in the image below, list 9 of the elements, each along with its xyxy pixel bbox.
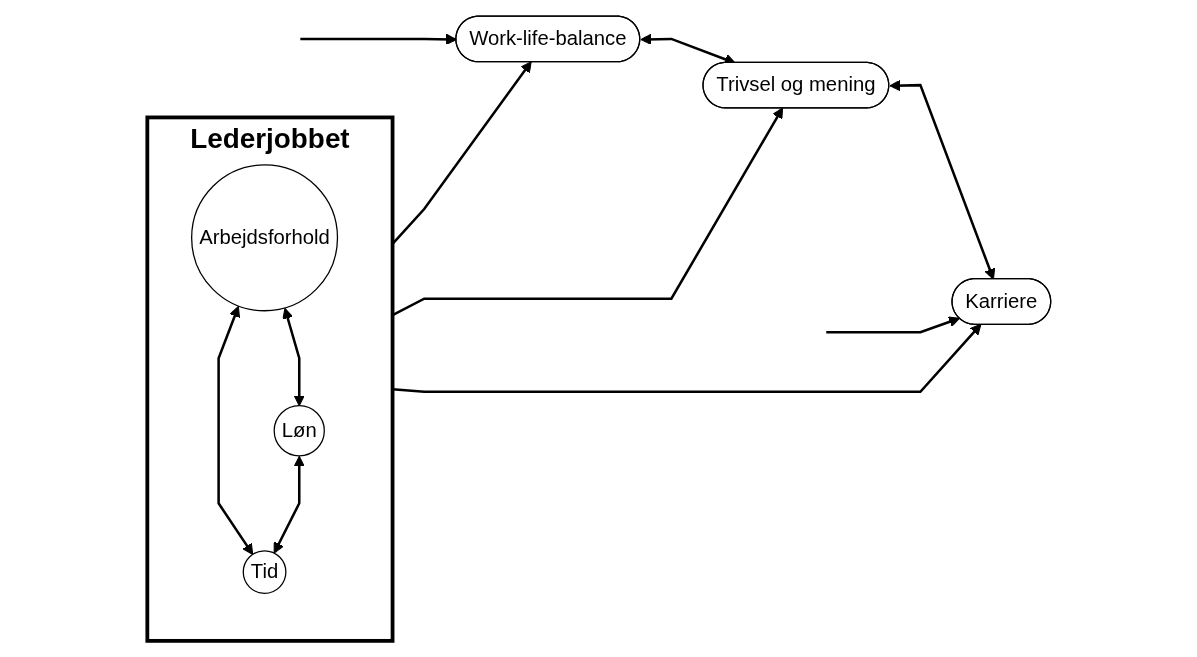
arrow: [273, 455, 305, 554]
arrow: [391, 61, 532, 245]
node-circle: Løn: [273, 405, 325, 457]
arrow: [216, 305, 253, 555]
arrow: [888, 80, 995, 280]
node-circle: Tid: [242, 550, 286, 595]
arrow: [825, 316, 960, 334]
arrow: [281, 307, 305, 407]
node-circle: Arbejdsforhold: [190, 164, 338, 312]
